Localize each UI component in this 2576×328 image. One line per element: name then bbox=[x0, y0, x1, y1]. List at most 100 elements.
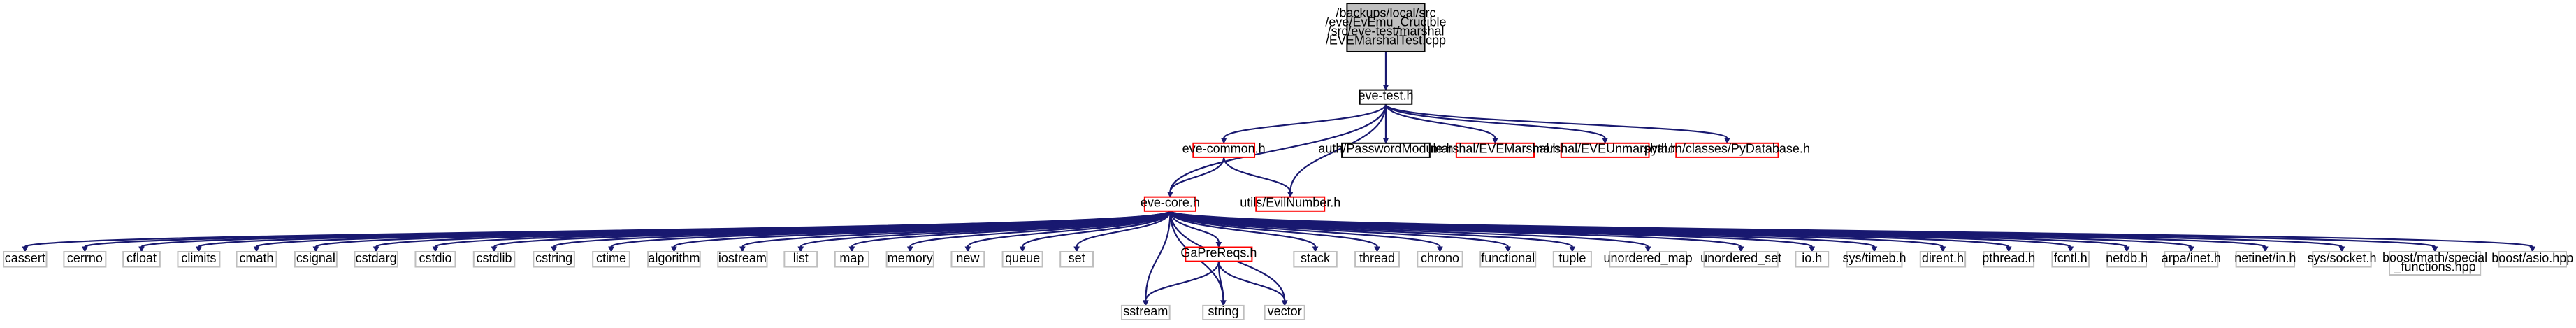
edge-root-to-eve-test bbox=[1382, 52, 1389, 91]
node-label: /EVEMarshalTest.cpp bbox=[1326, 34, 1446, 48]
node-label: eve-test.h bbox=[1358, 89, 1413, 103]
node-pthread: pthread.h bbox=[1982, 251, 2035, 268]
node-auth-pw[interactable]: auth/PasswordModule.h bbox=[1318, 142, 1454, 158]
node-label: marshal/EVEMarshal.h bbox=[1431, 142, 1559, 156]
edge-arrowhead bbox=[551, 246, 557, 253]
node-box bbox=[950, 250, 985, 268]
node-label: string bbox=[1208, 304, 1238, 318]
node-label: cstdio bbox=[419, 251, 451, 265]
edge-arrowhead bbox=[1724, 138, 1730, 144]
edge-line bbox=[1384, 104, 1728, 139]
edge-eve-core-to-queue bbox=[1019, 211, 1171, 253]
edge-eve-core-to-map bbox=[848, 211, 1171, 253]
node-boost-math: boost/math/special_functions.hpp bbox=[2382, 251, 2487, 276]
node-marshal-eveu[interactable]: marshal/EVEUnmarshal.h bbox=[1533, 142, 1677, 158]
node-iostream: iostream bbox=[717, 251, 768, 268]
edge-eve-core-to-gapreqs bbox=[1169, 211, 1222, 248]
node-label: boost/asio.hpp bbox=[2491, 251, 2573, 265]
node-label: algorithm bbox=[648, 251, 700, 265]
edge-arrowhead bbox=[2338, 246, 2345, 253]
node-label: csignal bbox=[296, 251, 335, 265]
node-evilnumber[interactable]: utils/EvilNumber.h bbox=[1240, 196, 1340, 212]
edge-arrowhead bbox=[1505, 246, 1512, 253]
edge-arrowhead bbox=[2188, 246, 2194, 253]
node-python-pydb[interactable]: python/classes/PyDatabase.h bbox=[1644, 142, 1810, 158]
node-root[interactable]: /backups/local/src/eve/EvEmu_Crucible/sr… bbox=[1325, 3, 1447, 53]
node-label: climits bbox=[181, 251, 216, 265]
node-box bbox=[1120, 304, 1171, 320]
edge-line bbox=[909, 211, 1171, 248]
node-netdb: netdb.h bbox=[2106, 250, 2148, 268]
node-eve-test[interactable]: eve-test.h bbox=[1358, 89, 1413, 105]
edge-eve-core-to-memory bbox=[906, 211, 1171, 253]
node-box bbox=[1255, 196, 1326, 212]
node-label: dirent.h bbox=[1922, 251, 1964, 265]
node-label: eve-common.h bbox=[1182, 142, 1266, 156]
edge-line bbox=[1169, 104, 1387, 192]
node-box bbox=[1675, 142, 1779, 158]
node-gapreqs[interactable]: GaPreReqs.h bbox=[1180, 245, 1257, 262]
node-eve-core[interactable]: eve-core.h bbox=[1141, 196, 1200, 212]
node-label: vector bbox=[1268, 304, 1302, 318]
node-label: map bbox=[839, 251, 864, 265]
edge-arrowhead bbox=[1281, 300, 1288, 306]
node-label: /src/eve-test/marshal bbox=[1327, 24, 1444, 38]
edge-arrowhead bbox=[964, 246, 971, 253]
node-eve-common[interactable]: eve-common.h bbox=[1182, 142, 1266, 158]
edges-layer bbox=[22, 52, 2536, 306]
edge-arrowhead bbox=[1569, 246, 1576, 253]
node-marshal-evem[interactable]: marshal/EVEMarshal.h bbox=[1431, 142, 1559, 158]
node-box bbox=[2106, 250, 2147, 268]
edge-line bbox=[851, 211, 1171, 248]
node-box bbox=[533, 250, 575, 268]
node-box bbox=[122, 250, 161, 268]
edge-arrowhead bbox=[1437, 246, 1443, 253]
edge-gapreqs-to-vector bbox=[1217, 261, 1288, 306]
edge-arrowhead bbox=[1312, 246, 1319, 253]
node-label: list bbox=[793, 251, 809, 265]
edge-arrowhead bbox=[1871, 246, 1878, 253]
edge-arrowhead bbox=[1073, 246, 1080, 253]
edge-arrowhead bbox=[2123, 246, 2130, 253]
edge-arrowhead bbox=[432, 246, 439, 253]
edge-gapreqs-to-string bbox=[1217, 261, 1227, 306]
edge-arrowhead bbox=[1382, 85, 1389, 91]
node-cassert: cassert bbox=[3, 251, 48, 268]
edge-arrowhead bbox=[608, 246, 614, 253]
edge-arrowhead bbox=[1602, 138, 1608, 144]
node-box bbox=[236, 250, 277, 268]
node-label: boost/math/special bbox=[2382, 251, 2487, 265]
node-box bbox=[783, 250, 818, 268]
edge-line bbox=[1223, 104, 1387, 139]
node-box bbox=[2312, 250, 2372, 268]
node-box bbox=[647, 250, 701, 268]
edge-line bbox=[1169, 211, 1378, 248]
node-boost-asio: boost/asio.hpp bbox=[2491, 251, 2573, 268]
edge-arrowhead bbox=[1809, 246, 1816, 253]
node-sys-socket: sys/socket.h bbox=[2307, 250, 2377, 268]
node-cstdlib: cstdlib bbox=[472, 251, 516, 268]
node-label: python/classes/PyDatabase.h bbox=[1644, 142, 1810, 156]
edge-arrowhead bbox=[196, 246, 202, 253]
node-box bbox=[1417, 250, 1463, 268]
node-box bbox=[1143, 196, 1196, 212]
node-arpa-inet: arpa/inet.h bbox=[2162, 251, 2221, 268]
node-label: unordered_set bbox=[1700, 251, 1781, 266]
edge-line bbox=[1223, 157, 1291, 192]
node-label: arpa/inet.h bbox=[2162, 251, 2221, 265]
edge-eve-core-to-new bbox=[964, 211, 1171, 253]
edge-line bbox=[1022, 211, 1171, 248]
node-functional: functional bbox=[1479, 251, 1537, 268]
edge-eve-core-to-chrono bbox=[1169, 211, 1443, 253]
node-label: cfloat bbox=[126, 251, 157, 265]
node-box bbox=[1341, 142, 1431, 158]
edge-line bbox=[1145, 211, 1171, 301]
node-box bbox=[1609, 250, 1687, 268]
node-cstdarg: cstdarg bbox=[354, 251, 398, 268]
node-box bbox=[1354, 250, 1400, 268]
node-box bbox=[414, 250, 456, 268]
edge-line bbox=[1076, 211, 1171, 248]
edge-line bbox=[1169, 157, 1225, 192]
edge-arrowhead bbox=[138, 246, 145, 253]
edge-line bbox=[1169, 211, 1220, 243]
